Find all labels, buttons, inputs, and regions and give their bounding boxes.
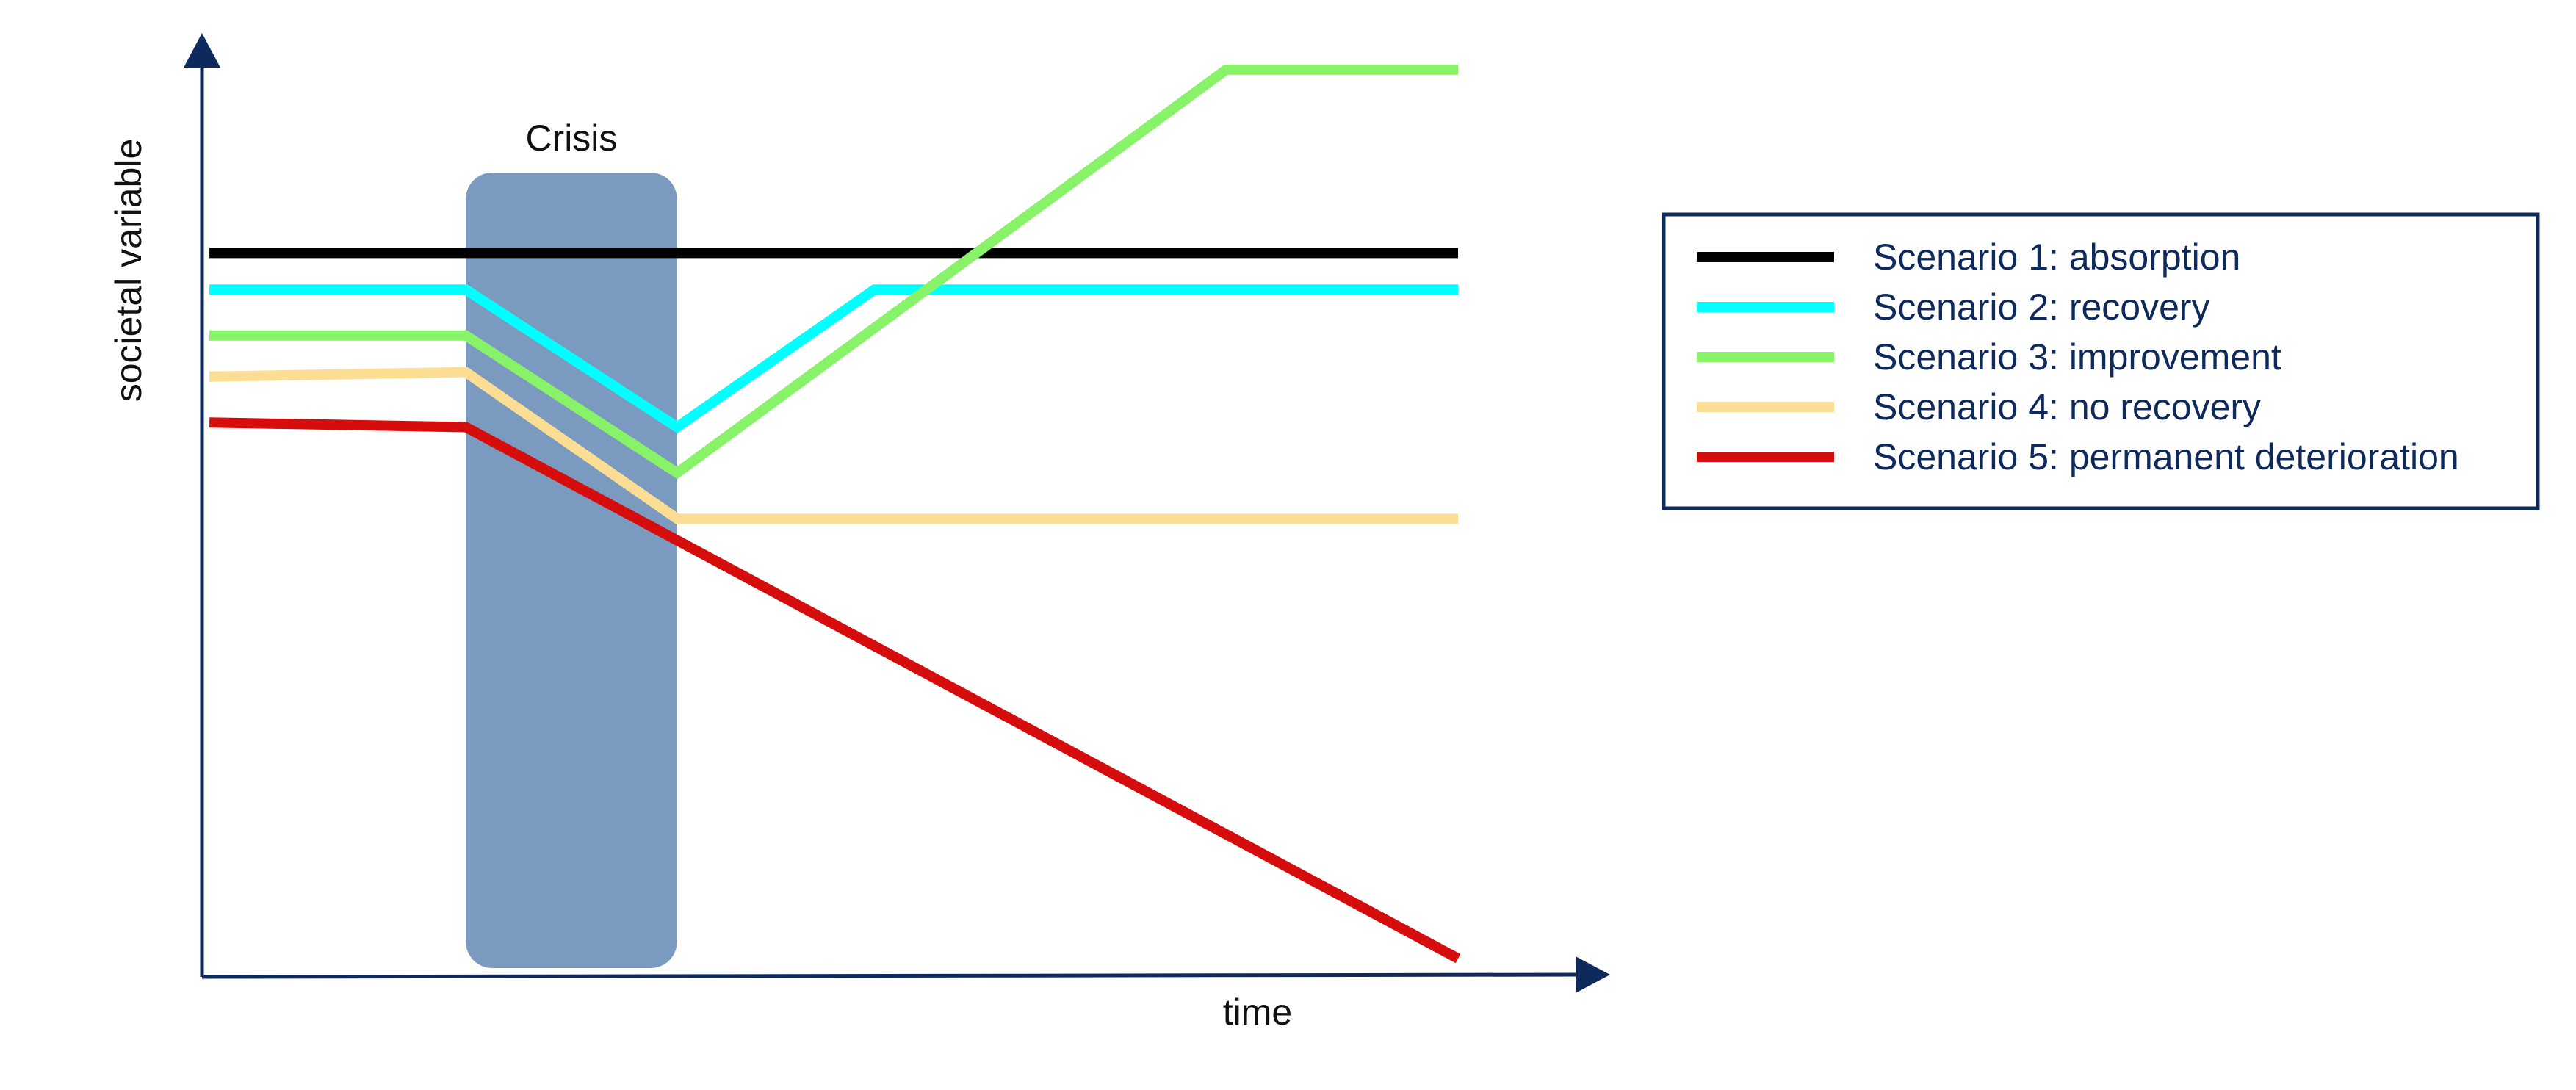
crisis-label: Crisis: [525, 118, 617, 159]
y-axis-label: societal variable: [108, 139, 149, 403]
x-axis-arrow-icon: [1576, 956, 1610, 993]
crisis-band: [466, 173, 677, 968]
series-line-4: [209, 367, 1458, 524]
legend-label-5: Scenario 5: permanent deterioration: [1873, 436, 2459, 477]
x-axis: [201, 972, 1580, 979]
series-line-3: [209, 64, 1458, 480]
legend-label-2: Scenario 2: recovery: [1873, 286, 2210, 328]
x-axis-label: time: [1223, 992, 1292, 1033]
series-group: [209, 64, 1461, 964]
legend-label-3: Scenario 3: improvement: [1873, 336, 2281, 378]
legend-label-1: Scenario 1: absorption: [1873, 237, 2240, 278]
series-line-5: [209, 417, 1461, 964]
series-line-2: [209, 284, 1458, 433]
legend-label-4: Scenario 4: no recovery: [1873, 386, 2261, 427]
y-axis-arrow-icon: [184, 33, 220, 68]
